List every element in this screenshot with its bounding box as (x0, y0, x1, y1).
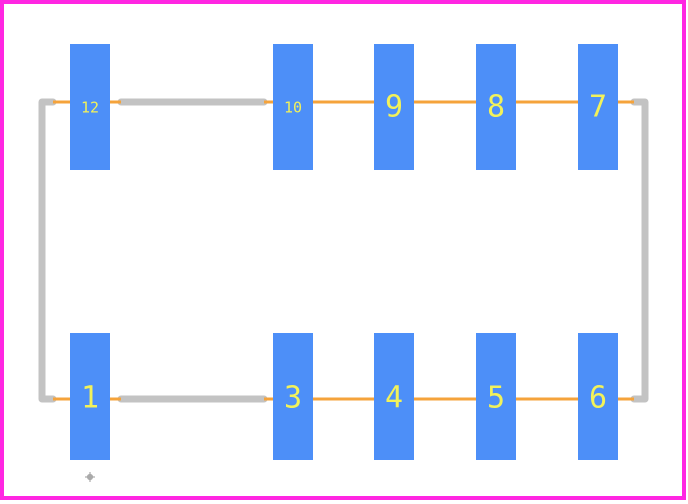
pad-row-top: 12 10 9 8 7 (70, 44, 618, 170)
pad-9-label: 9 (385, 90, 403, 125)
pad-7-copper (578, 44, 618, 170)
pad-12[interactable]: 12 (70, 44, 110, 170)
pad-9-copper (374, 44, 414, 170)
pad-5-label: 5 (487, 381, 505, 416)
pad-4[interactable]: 4 (374, 333, 414, 460)
silkscreen-right-edge (630, 98, 649, 403)
pad-4-label: 4 (385, 381, 403, 416)
pad-10[interactable]: 10 (273, 44, 313, 170)
pad-1-copper (70, 333, 110, 460)
pad-7-label: 7 (589, 90, 607, 125)
pad-3[interactable]: 3 (273, 333, 313, 460)
pad-1[interactable]: 1 (70, 333, 110, 460)
pad-12-copper (70, 44, 110, 170)
silkscreen-outline (38, 98, 649, 403)
pad-3-label: 3 (284, 381, 302, 416)
pad-6-label: 6 (589, 381, 607, 416)
pad-8-copper (476, 44, 516, 170)
pad-8[interactable]: 8 (476, 44, 516, 170)
copper-traces (53, 100, 634, 401)
pad-5[interactable]: 5 (476, 333, 516, 460)
pad-6[interactable]: 6 (578, 333, 618, 460)
pad-row-bottom: 1 3 4 5 6 (70, 333, 618, 460)
pad-1-label: 1 (81, 381, 99, 416)
pad-6-copper (578, 333, 618, 460)
pad-4-copper (374, 333, 414, 460)
pad-12-label: 12 (81, 99, 99, 117)
pad-9[interactable]: 9 (374, 44, 414, 170)
pad-3-copper (273, 333, 313, 460)
silkscreen-left-edge (38, 98, 57, 403)
origin-marker-icon (85, 472, 95, 482)
pad-10-label: 10 (284, 99, 302, 117)
pad-10-copper (273, 44, 313, 170)
pad-8-label: 8 (487, 90, 505, 125)
pad-7[interactable]: 7 (578, 44, 618, 170)
pad-5-copper (476, 333, 516, 460)
